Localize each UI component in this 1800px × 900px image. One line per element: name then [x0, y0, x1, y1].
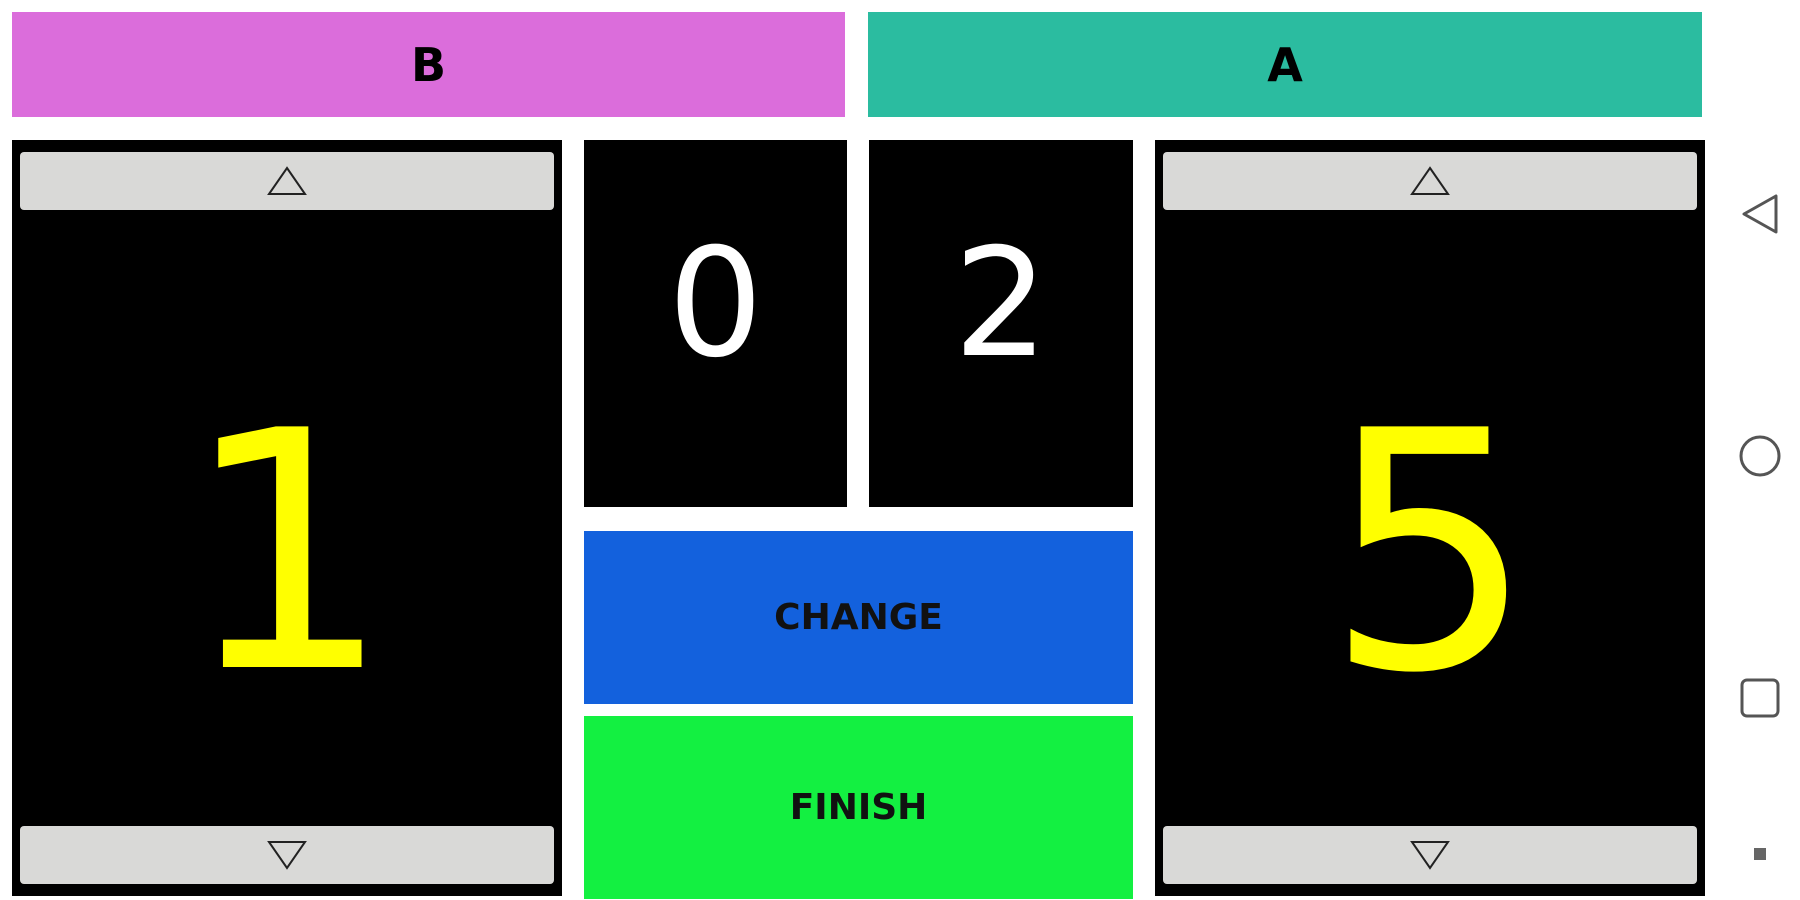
back-button[interactable] [1720, 190, 1800, 238]
change-button[interactable]: CHANGE [584, 531, 1133, 704]
home-button[interactable] [1720, 432, 1800, 480]
team-a-increment-button[interactable] [1163, 152, 1697, 210]
finish-button-label: FINISH [789, 787, 928, 828]
menu-dot-button[interactable] [1720, 846, 1800, 862]
triangle-down-icon [267, 841, 307, 870]
team-a-sets-value: 2 [953, 216, 1049, 391]
triangle-down-icon [1410, 841, 1450, 870]
back-icon [1742, 194, 1778, 234]
recents-icon [1740, 678, 1780, 718]
menu-dot-icon [1754, 848, 1766, 860]
team-a-name: A [1267, 37, 1303, 92]
team-a-header: A [868, 12, 1702, 117]
team-a-score-panel: 5 [1155, 140, 1705, 896]
team-b-sets: 0 [584, 140, 847, 507]
team-b-increment-button[interactable] [20, 152, 554, 210]
team-b-decrement-button[interactable] [20, 826, 554, 884]
team-a-decrement-button[interactable] [1163, 826, 1697, 884]
recents-button[interactable] [1720, 674, 1800, 722]
team-a-points[interactable]: 5 [1325, 361, 1535, 745]
change-button-label: CHANGE [774, 597, 943, 638]
finish-button[interactable]: FINISH [584, 716, 1133, 899]
team-b-name: B [410, 37, 447, 92]
team-b-points[interactable]: 1 [182, 361, 392, 745]
system-navigation-bar [1720, 0, 1800, 900]
team-b-sets-value: 0 [667, 216, 764, 391]
team-b-header: B [12, 12, 845, 117]
triangle-up-icon [1410, 166, 1450, 195]
triangle-up-icon [267, 166, 307, 195]
home-icon [1739, 435, 1781, 477]
team-b-score-panel: 1 [12, 140, 562, 896]
team-a-sets: 2 [869, 140, 1133, 507]
